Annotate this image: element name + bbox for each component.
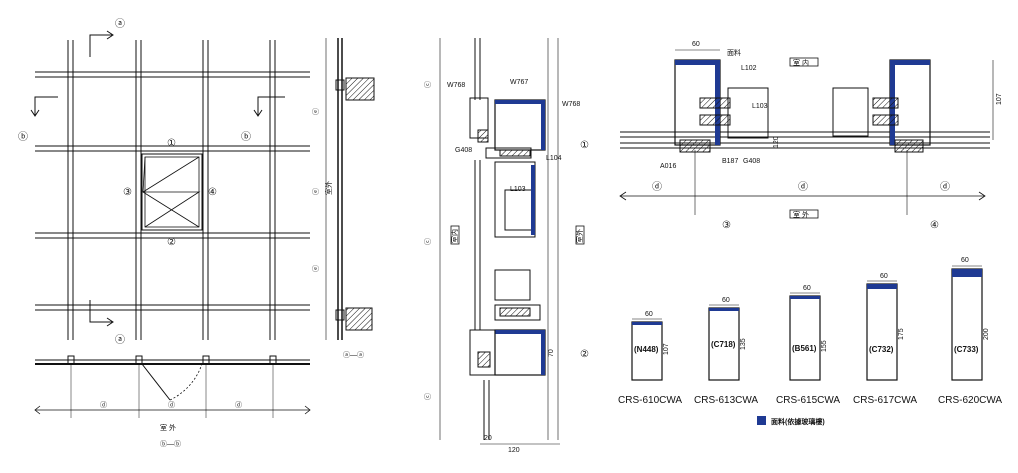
svg-text:120: 120 [508,447,520,454]
svg-text:G408: G408 [455,147,472,154]
svg-text:175: 175 [898,328,905,340]
vertical-section: W768 W767 W768 G408 L104 L103 ① ② 70 20 … [424,38,589,454]
svg-text:107: 107 [996,93,1003,105]
indoor-label: 室内 [450,229,459,243]
svg-text:135: 135 [740,338,747,350]
profile-617-name: CRS-617CWA [853,395,917,406]
legend-text: 面料(依據玻璃樓) [771,417,825,426]
svg-text:ⓓ: ⓓ [235,401,242,409]
svg-text:(C733): (C733) [954,345,979,354]
hs-num-4: ④ [930,220,939,231]
hs-indoor-label: 室 内 [793,58,809,67]
profiles-row: 60 (N448) 107 CRS-610CWA 60 (C718) 135 C… [618,257,1002,406]
callout-a-bottom: ⓐ [89,300,125,346]
svg-text:ⓓ: ⓓ [168,401,175,409]
svg-text:ⓐ: ⓐ [115,334,125,346]
profile-613-name: CRS-613CWA [694,395,758,406]
elevation-view: ① ② ③ ④ ⓐ ⓐ ⓑ ⓑ [18,18,375,448]
svg-text:ⓓ: ⓓ [100,401,107,409]
hs-num-3: ③ [722,220,731,231]
profile-610: 60 (N448) 107 CRS-610CWA [618,311,682,406]
profile-615: 60 (B561) 155 CRS-615CWA [776,285,840,406]
svg-text:ⓔ: ⓔ [312,108,320,115]
svg-text:200: 200 [983,328,990,340]
window-number-4: ④ [208,187,217,198]
svg-text:60: 60 [880,273,888,280]
legend: 面料(依據玻璃樓) [757,416,825,426]
svg-text:ⓓ: ⓓ [940,181,950,193]
svg-text:ⓒ: ⓒ [424,238,432,245]
plan-section-label: ⓑ—ⓑ [160,440,181,448]
profile-610-name: CRS-610CWA [618,395,682,406]
profile-615-name: CRS-615CWA [776,395,840,406]
svg-text:面料: 面料 [727,48,741,57]
svg-text:W768: W768 [447,82,465,89]
callout-b-right: ⓑ [241,96,285,143]
svg-text:60: 60 [803,285,811,292]
circle-1: ① [580,140,589,151]
svg-text:20: 20 [484,435,492,442]
svg-text:ⓒ: ⓒ [424,81,432,88]
svg-text:70: 70 [548,349,555,357]
svg-text:ⓓ: ⓓ [798,181,808,193]
svg-text:L103: L103 [510,186,526,193]
svg-text:(C732): (C732) [869,345,894,354]
svg-text:ⓔ: ⓔ [312,265,320,272]
svg-text:G408: G408 [743,158,760,165]
svg-text:60: 60 [645,311,653,318]
hs-outdoor-label: 室 外 [793,210,809,219]
svg-text:L104: L104 [546,155,562,162]
plan-outdoor-label: 室 外 [160,423,176,432]
svg-text:60: 60 [722,297,730,304]
profile-613: 60 (C718) 135 CRS-613CWA [694,297,758,406]
side-section-label: ⓐ—ⓐ [343,351,364,359]
profile-617: 60 (C732) 175 CRS-617CWA [853,273,917,406]
callout-b-left: ⓑ [18,96,58,143]
callout-a-top: ⓐ [89,18,125,57]
horizontal-section: 60 面料 L102 L103 A016 B187 G408 107 120 室… [619,41,1003,231]
svg-text:120: 120 [773,136,780,148]
svg-text:60: 60 [961,257,969,264]
outdoor-label: 室外 [575,229,584,243]
svg-text:W767: W767 [510,79,528,86]
svg-text:(C718): (C718) [711,340,736,349]
svg-text:ⓓ: ⓓ [652,181,662,193]
svg-text:155: 155 [821,340,828,352]
window-number-1: ① [167,138,176,149]
svg-text:60: 60 [692,41,700,48]
window-number-2: ② [167,237,176,248]
window-number-3: ③ [123,187,132,198]
svg-text:ⓐ: ⓐ [115,18,125,30]
svg-text:ⓒ: ⓒ [424,393,432,400]
svg-text:A016: A016 [660,163,676,170]
side-section-aa: ⓔ ⓔ ⓔ 室外 ⓐ—ⓐ [312,38,375,359]
svg-text:(N448): (N448) [634,345,659,354]
svg-text:ⓔ: ⓔ [312,188,320,195]
plan-section-bb: ⓓ ⓓ ⓓ 室 外 ⓑ—ⓑ [34,355,311,448]
svg-text:L102: L102 [741,65,757,72]
svg-text:ⓑ: ⓑ [241,131,251,143]
svg-text:ⓑ: ⓑ [18,131,28,143]
profile-620-name: CRS-620CWA [938,395,1002,406]
svg-text:B187: B187 [722,158,738,165]
svg-text:107: 107 [663,343,670,355]
legend-swatch [757,416,766,425]
side-label-outdoor: 室外 [324,181,333,195]
svg-text:(B561): (B561) [792,344,817,353]
profile-620: 60 (C733) 200 CRS-620CWA [938,257,1002,406]
svg-text:W768: W768 [562,101,580,108]
svg-text:L103: L103 [752,103,768,110]
circle-2: ② [580,349,589,360]
